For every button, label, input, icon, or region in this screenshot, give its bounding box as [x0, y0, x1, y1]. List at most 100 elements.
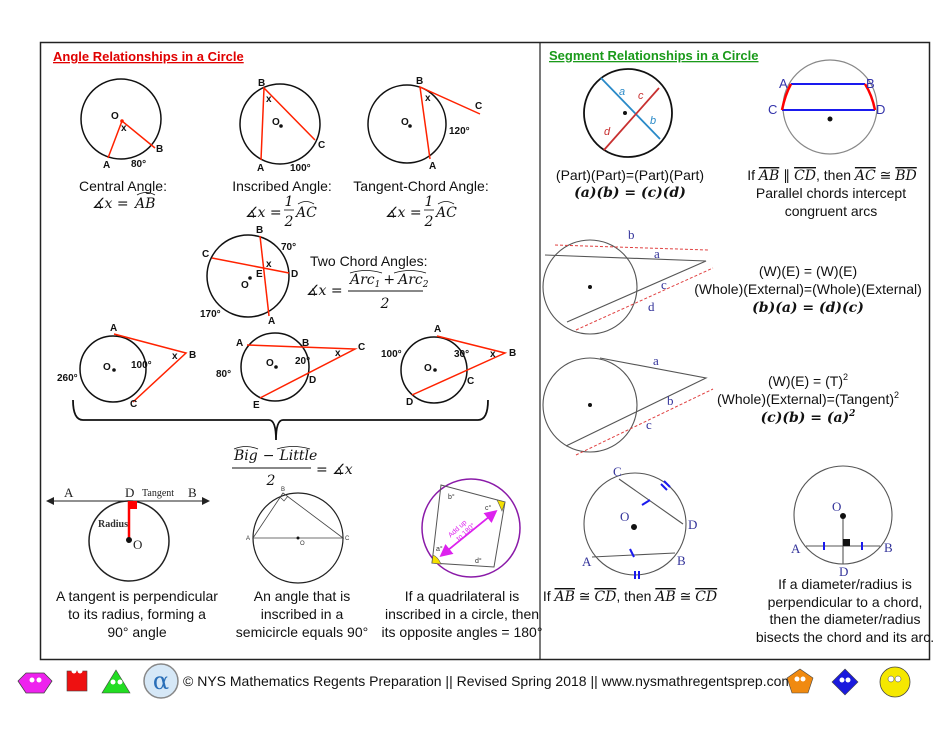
inscribed-angle-formula: ∡x = 1 2 AC — [245, 194, 317, 230]
svg-text:120°: 120° — [449, 126, 470, 137]
svg-text:Radius: Radius — [98, 519, 128, 530]
svg-text:inscribed in a: inscribed in a — [261, 606, 344, 622]
svg-text:O: O — [133, 537, 142, 552]
svg-text:AC: AC — [434, 205, 457, 221]
segment-heading: Segment Relationships in a Circle — [549, 48, 759, 63]
svg-text:A: A — [434, 324, 441, 335]
tangent-secant-formula: (c)(b) = (a)2 — [761, 409, 856, 426]
svg-text:inscribed in a circle, then: inscribed in a circle, then — [385, 606, 539, 622]
svg-text:90° angle: 90° angle — [107, 624, 167, 640]
svg-text:A: A — [582, 554, 592, 569]
svg-text:x: x — [425, 93, 431, 104]
inscribed-angle-title: Inscribed Angle: — [232, 178, 332, 194]
svg-text:x: x — [490, 349, 496, 360]
svg-text:C: C — [613, 464, 622, 479]
svg-text:a°: a° — [436, 545, 443, 553]
svg-text:B: B — [189, 350, 196, 361]
svg-text:100°: 100° — [131, 360, 152, 371]
svg-text:B: B — [509, 348, 516, 359]
tangent-secant-line2: (Whole)(External)=(Tangent)2 — [717, 390, 899, 407]
svg-text:2: 2 — [266, 473, 276, 489]
hexagon-mascot-icon — [17, 672, 53, 694]
svg-text:D: D — [309, 375, 316, 386]
svg-text:A: A — [779, 76, 788, 91]
svg-text:30°: 30° — [454, 349, 469, 360]
svg-text:B: B — [156, 144, 163, 155]
svg-text:∡x =: ∡x = — [92, 196, 129, 212]
central-angle-formula: ∡x = AB — [92, 192, 155, 212]
svg-text:A: A — [110, 323, 117, 334]
svg-text:x: x — [266, 94, 272, 105]
angle-heading: Angle Relationships in a Circle — [53, 49, 244, 64]
svg-text:D: D — [125, 485, 134, 500]
svg-text:E: E — [253, 400, 260, 411]
svg-text:c: c — [661, 277, 667, 292]
svg-text:O: O — [424, 363, 432, 374]
svg-text:B: B — [866, 76, 875, 91]
svg-text:80°: 80° — [131, 159, 146, 170]
tangent-radius-diagram: A D Tangent B Radius O — [46, 485, 210, 582]
pentagon-mascot-icon — [786, 668, 814, 694]
svg-text:A: A — [64, 485, 74, 500]
two-chord-title: Two Chord Angles: — [310, 253, 428, 269]
svg-text:260°: 260° — [57, 373, 78, 384]
svg-text:A: A — [268, 316, 275, 327]
svg-text:b: b — [650, 115, 656, 127]
svg-text:1: 1 — [425, 194, 434, 210]
svg-text:B: B — [884, 540, 893, 555]
svg-text:B: B — [416, 76, 423, 87]
svg-text:d°: d° — [475, 557, 482, 565]
svg-text:C: C — [475, 101, 482, 112]
svg-text:B: B — [256, 225, 263, 236]
svg-text:C: C — [130, 399, 137, 410]
svg-text:1: 1 — [285, 194, 294, 210]
svg-text:100°: 100° — [290, 163, 311, 174]
secant-secant-diagram: b a c d — [542, 227, 714, 335]
svg-text:b: b — [628, 227, 635, 242]
outside-angle-formula: Big−Little 2 = ∡x — [232, 446, 353, 489]
tangent-chord-formula: ∡x = 1 2 AC — [385, 194, 457, 230]
svg-text:D: D — [839, 564, 848, 579]
parallel-chords-diagram: A B C D — [768, 59, 885, 155]
svg-text:A: A — [236, 338, 243, 349]
central-angle-title: Central Angle: — [79, 178, 167, 194]
svg-text:b: b — [667, 393, 674, 408]
two-chord-diagram: B 70° C x E D O 170° A — [200, 225, 298, 327]
svg-text:x: x — [121, 123, 127, 134]
svg-text:80°: 80° — [216, 369, 231, 380]
svg-text:perpendicular to a chord,: perpendicular to a chord, — [768, 594, 923, 610]
svg-text:If a diameter/radius is: If a diameter/radius is — [778, 576, 912, 592]
svg-text:A: A — [103, 160, 110, 171]
perpendicular-diameter-diagram: O A B D — [791, 465, 893, 579]
svg-text:D: D — [291, 269, 298, 280]
semicircle-caption: An angle that is inscribed in a semicirc… — [236, 588, 368, 640]
svg-text:c°: c° — [485, 504, 492, 512]
svg-text:x: x — [172, 351, 178, 362]
svg-text:then the diameter/radius: then the diameter/radius — [770, 611, 921, 627]
quadrilateral-caption: If a quadrilateral is inscribed in a cir… — [382, 588, 543, 640]
svg-text:C: C — [467, 376, 474, 387]
secant-secant-line1: (W)(E) = (W)(E) — [759, 263, 857, 279]
intersecting-chords-diagram: a c b d — [583, 68, 673, 158]
congruent-chords-diagram: C O D A B — [582, 464, 697, 579]
svg-text:O: O — [620, 509, 629, 524]
svg-text:∡x =: ∡x = — [385, 205, 422, 221]
svg-text:Tangent: Tangent — [142, 488, 174, 499]
svg-text:100°: 100° — [381, 349, 402, 360]
svg-text:to its radius, forming a: to its radius, forming a — [68, 606, 206, 622]
svg-text:D: D — [876, 102, 885, 117]
perpendicular-diameter-caption: If a diameter/radius is perpendicular to… — [756, 576, 934, 645]
svg-text:C: C — [358, 342, 365, 353]
secant-secant-line2: (Whole)(External)=(Whole)(External) — [694, 281, 922, 297]
svg-text:O: O — [111, 111, 119, 122]
svg-text:O: O — [103, 362, 111, 373]
svg-text:O: O — [401, 117, 409, 128]
svg-text:C: C — [345, 536, 350, 542]
svg-text:c: c — [646, 417, 652, 432]
svg-text:A tangent is perpendicular: A tangent is perpendicular — [56, 588, 218, 604]
svg-text:A: A — [246, 536, 250, 542]
svg-text:70°: 70° — [281, 242, 296, 253]
svg-text:B: B — [302, 338, 309, 349]
svg-text:bisects the chord and its arc.: bisects the chord and its arc. — [756, 629, 934, 645]
